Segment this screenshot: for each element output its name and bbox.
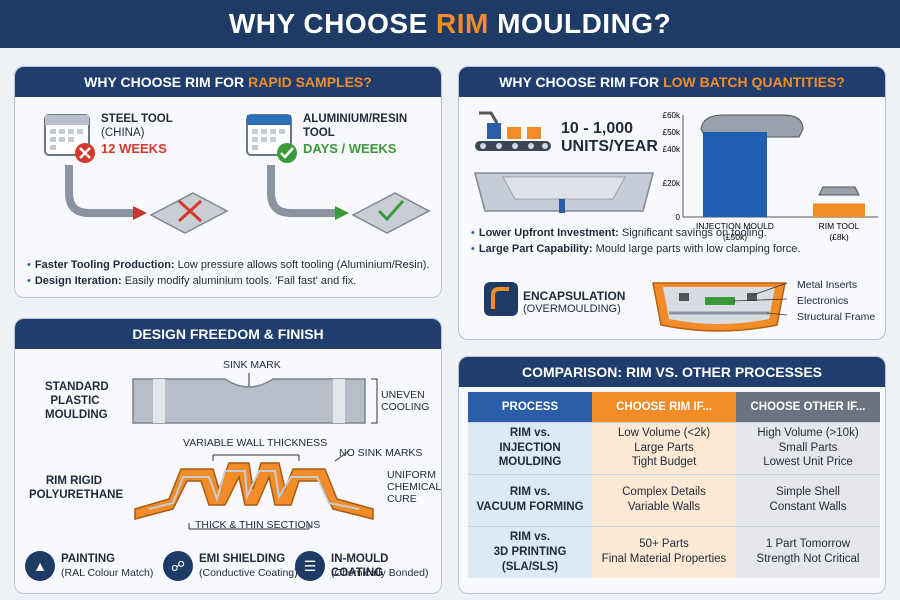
uniform-label-1: UNIFORM [387, 469, 436, 481]
feature-coating-sub: (Chemically Bonded) [331, 567, 429, 579]
shield-icon: ☍ [163, 551, 193, 581]
standard-moulding-diagram [132, 373, 378, 424]
variable-wall-label: VARIABLE WALL THICKNESS [183, 437, 328, 449]
header-process: PROCESS [468, 392, 592, 422]
feature-emi-title: EMI SHIELDING [199, 553, 286, 565]
encapsulation-diagram [652, 282, 788, 332]
rim-part-diagram [134, 450, 374, 530]
encapsulation-icon [484, 282, 518, 316]
chart-bar [813, 203, 865, 217]
calendar-success-icon [246, 114, 297, 163]
encap-label: ENCAPSULATION [523, 289, 626, 303]
standard-label-2: PLASTIC [50, 395, 100, 407]
rapid-samples-panel: WHY CHOOSE RIM FOR RAPID SAMPLES? STEEL … [14, 66, 442, 298]
rapid-process-diagram [65, 165, 431, 234]
chart-y-tick: £50k [663, 128, 681, 137]
page-header: WHY CHOOSE RIM MOULDING? [0, 0, 900, 48]
encap-label-frame: Structural Frame [797, 311, 876, 323]
uniform-label-2: CHEMICAL [387, 481, 442, 493]
layers-icon: ☰ [295, 551, 325, 581]
feature-painting-sub: (RAL Colour Match) [61, 567, 154, 579]
rim-tool-icon [818, 186, 860, 196]
paint-bucket-icon: ▲ [25, 551, 55, 581]
chart-y-tick: £60k [663, 111, 681, 120]
comparison-title: COMPARISON: RIM VS. OTHER PROCESSES [459, 357, 885, 387]
chart-y-tick: £20k [663, 179, 681, 188]
low-batch-title: WHY CHOOSE RIM FOR LOW BATCH QUANTITIES? [459, 67, 885, 97]
steel-origin-label: (CHINA) [101, 127, 145, 139]
header-other: CHOOSE OTHER IF... [736, 392, 880, 422]
units-value: 10 - 1,000 [561, 120, 634, 137]
steel-tool-label: STEEL TOOL [101, 113, 173, 125]
units-label: UNITS/YEAR [561, 138, 658, 155]
chart-category-label: RIM TOOL [819, 221, 860, 231]
encap-sub-label: (OVERMOULDING) [523, 303, 621, 315]
encap-label-metal: Metal Inserts [797, 279, 858, 291]
comparison-header-row: PROCESS CHOOSE RIM IF... CHOOSE OTHER IF… [468, 392, 880, 422]
chart-category-label: INJECTION MOULD [696, 221, 774, 231]
process-cell: RIM vs.VACUUM FORMING [468, 473, 592, 526]
feature-painting-title: PAINTING [61, 553, 116, 565]
rim-mould-icon [474, 172, 654, 213]
alu-tool-label: ALUMINIUM/RESIN [303, 113, 408, 125]
steel-time-label: 12 WEEKS [101, 141, 167, 156]
design-freedom-title: DESIGN FREEDOM & FINISH [15, 319, 441, 349]
rim-label-2: POLYURETHANE [29, 489, 124, 501]
alu-tool-label-2: TOOL [303, 127, 335, 139]
chart-category-sublabel: (£8k) [829, 232, 849, 242]
standard-label-3: MOULDING [45, 409, 108, 421]
calendar-fail-icon [44, 114, 95, 163]
rapid-bullet-2: •Design Iteration: Easily modify alumini… [27, 275, 357, 287]
low-batch-panel: WHY CHOOSE RIM FOR LOW BATCH QUANTITIES?… [458, 66, 886, 340]
alu-time-label: DAYS / WEEKS [303, 141, 397, 156]
feature-emi-sub: (Conductive Coating) [199, 567, 298, 579]
no-sink-label: NO SINK MARKS [339, 447, 423, 459]
uneven-label-2: COOLING [381, 401, 430, 413]
uneven-label-1: UNEVEN [381, 389, 425, 401]
rim-label-1: RIM RIGID [45, 475, 103, 487]
comparison-table: PROCESS CHOOSE RIM IF... CHOOSE OTHER IF… [468, 392, 880, 578]
rapid-samples-title: WHY CHOOSE RIM FOR RAPID SAMPLES? [15, 67, 441, 97]
thick-thin-label: THICK & THIN SECTIONS [195, 519, 321, 531]
low-bullet-2: •Large Part Capability: Mould large part… [471, 243, 801, 255]
standard-label-1: STANDARD [45, 381, 109, 393]
chart-y-tick: £40k [663, 145, 681, 154]
design-freedom-panel: DESIGN FREEDOM & FINISH STANDARD PLASTIC… [14, 318, 442, 594]
low-bullet-1: •Lower Upfront Investment: Significant s… [471, 227, 767, 239]
header-rim: CHOOSE RIM IF... [592, 392, 736, 422]
bumper-icon [700, 114, 804, 138]
chart-bar [703, 132, 767, 217]
page-title: WHY CHOOSE RIM MOULDING? [228, 8, 672, 39]
process-cell: RIM vs.3D PRINTING(SLA/SLS) [468, 525, 592, 578]
sink-mark-label: SINK MARK [223, 359, 281, 371]
uniform-label-3: CURE [387, 493, 417, 505]
rapid-bullet-1: •Faster Tooling Production: Low pressure… [27, 259, 430, 271]
chart-y-tick: 0 [676, 213, 681, 222]
production-line-icon [475, 111, 551, 151]
feature-coating-title: IN-MOULD COATING [331, 553, 389, 579]
chart-category-sublabel: (£50k) [723, 232, 747, 242]
encap-label-electronics: Electronics [797, 295, 849, 307]
